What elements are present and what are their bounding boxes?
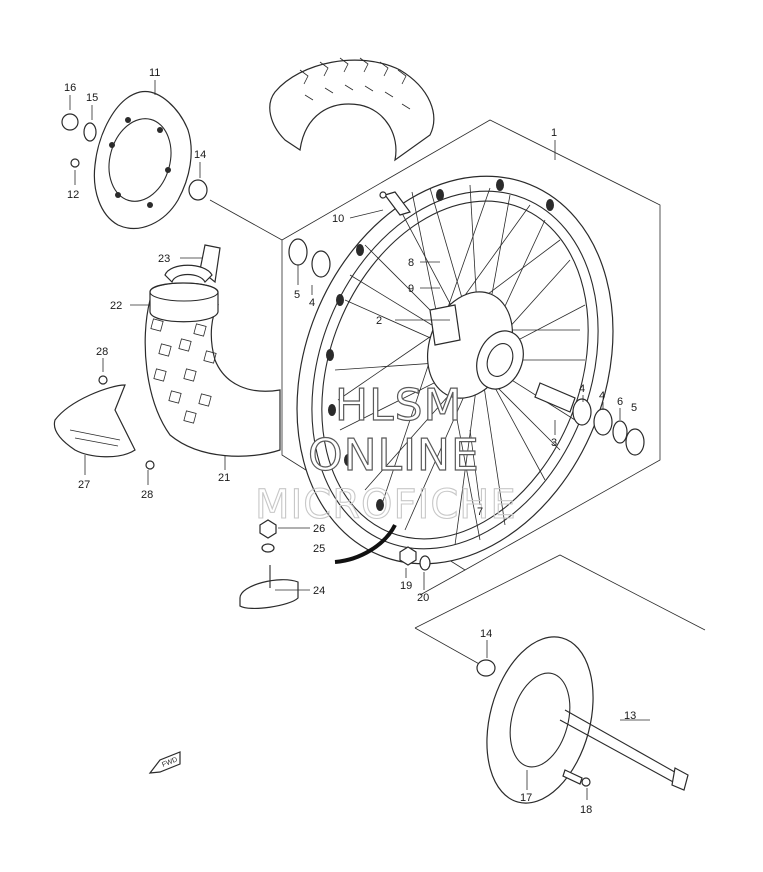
callout-13: 13 <box>624 710 636 722</box>
callout-27: 27 <box>78 479 90 491</box>
callout-28-bottom: 28 <box>141 489 153 501</box>
callout-2: 2 <box>376 315 382 327</box>
watermark-line1: HLSM <box>335 380 463 431</box>
callout-19: 19 <box>400 580 412 592</box>
callout-14-top: 14 <box>194 149 206 161</box>
callout-4-right-b: 4 <box>599 390 605 402</box>
callout-1: 1 <box>551 127 557 139</box>
callout-numbers: 1 2 3 4 4 4 5 5 6 7 8 9 10 11 12 13 14 1… <box>64 67 637 816</box>
leader-lines <box>69 80 650 800</box>
callout-10: 10 <box>332 213 344 225</box>
callout-12: 12 <box>67 189 79 201</box>
callout-16: 16 <box>64 82 76 94</box>
callout-17: 17 <box>520 792 532 804</box>
callout-4-right-a: 4 <box>579 383 585 395</box>
callout-7: 7 <box>477 506 483 518</box>
forward-direction-arrow: FWD <box>148 751 181 774</box>
callout-21: 21 <box>218 472 230 484</box>
callout-24: 24 <box>313 585 325 597</box>
callout-9: 9 <box>408 283 414 295</box>
watermark-line2: ONLINE <box>308 430 480 481</box>
assembly-box-outline <box>209 119 706 671</box>
callout-25: 25 <box>313 543 325 555</box>
callout-5-left: 5 <box>294 289 300 301</box>
callout-5-right: 5 <box>631 402 637 414</box>
callout-18: 18 <box>580 804 592 816</box>
sprocket-and-axle <box>476 636 689 804</box>
callout-4-left: 4 <box>309 297 315 309</box>
callout-6: 6 <box>617 396 623 408</box>
tire-section-left <box>144 244 281 457</box>
brake-disc <box>93 90 192 230</box>
small-parts <box>53 113 645 610</box>
callout-15: 15 <box>86 92 98 104</box>
watermark: HLSM ONLINE MICROFICHE <box>254 379 517 528</box>
callout-28-top: 28 <box>96 346 108 358</box>
watermark-line3: MICROFICHE <box>255 482 517 528</box>
callout-14-bottom: 14 <box>480 628 492 640</box>
callout-26: 26 <box>313 523 325 535</box>
callout-22: 22 <box>110 300 122 312</box>
callout-23: 23 <box>158 253 170 265</box>
callout-8: 8 <box>408 257 414 269</box>
tire-section-top <box>269 57 435 162</box>
rear-wheel <box>296 175 614 565</box>
callout-3: 3 <box>551 437 557 449</box>
callout-11: 11 <box>149 67 160 79</box>
callout-20: 20 <box>417 592 429 604</box>
